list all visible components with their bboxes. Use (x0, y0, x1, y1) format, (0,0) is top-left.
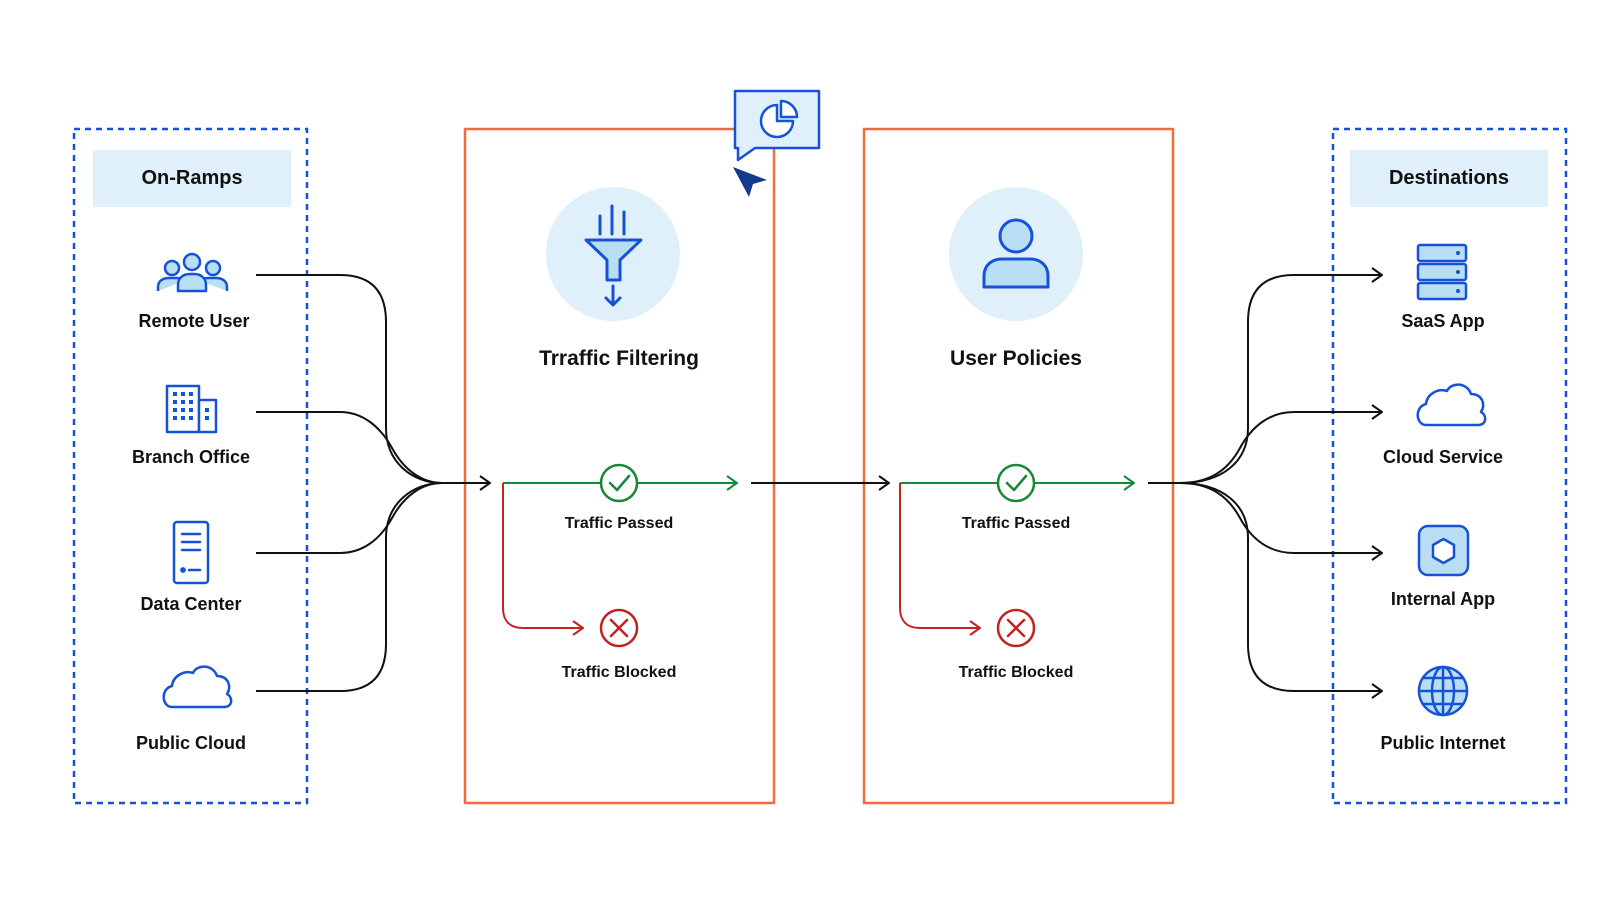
policies-blocked-line (899, 483, 980, 628)
destinations-title: Destinations (1388, 167, 1510, 189)
onramps-group-border (72, 127, 309, 805)
onramp-connectors (256, 274, 490, 692)
destination-label-internal-app: Internal App (1390, 589, 1496, 609)
globe-icon (1417, 665, 1469, 717)
connector-data-center (256, 482, 443, 554)
onramp-label-public-cloud: Public Cloud (136, 733, 246, 753)
filtering-blocked-label: Traffic Blocked (561, 664, 677, 681)
policies-passed-label: Traffic Passed (961, 515, 1071, 532)
filter-funnel-icon (584, 204, 643, 307)
policies-blocked-x-icon (996, 608, 1036, 648)
traffic-filtering-title: Trraffic Filtering (539, 347, 699, 370)
policies-passed-check-icon (996, 463, 1036, 503)
connector-public-cloud (256, 482, 443, 692)
onramps-header: On-Ramps (93, 150, 291, 207)
onramp-label-branch-office: Branch Office (131, 447, 251, 467)
public-cloud-icon (162, 665, 233, 709)
destination-label-saas-app: SaaS App (1401, 311, 1485, 331)
filtering-blocked-line (502, 483, 583, 628)
cloud-service-icon (1416, 383, 1487, 427)
connector-cloud-service (1179, 412, 1382, 484)
user-policies-title: User Policies (950, 347, 1082, 370)
users-icon (156, 252, 229, 293)
connector-remote-user (256, 274, 443, 484)
filtering-blocked-x-icon (599, 608, 639, 648)
onramps-title: On-Ramps (141, 167, 243, 189)
server-rack-icon (172, 520, 210, 585)
connector-saas-app (1179, 275, 1382, 484)
destination-label-public-internet: Public Internet (1380, 733, 1506, 753)
filtering-passed-label: Traffic Passed (564, 515, 674, 532)
policies-blocked-label: Traffic Blocked (958, 664, 1074, 681)
cursor-arrow-icon (733, 167, 767, 197)
onramp-label-remote-user: Remote User (138, 311, 250, 331)
server-stack-icon (1416, 243, 1468, 301)
user-policies-stage-border (862, 127, 1175, 805)
traffic-filtering-stage-border (463, 127, 776, 805)
destination-label-cloud-service: Cloud Service (1382, 447, 1504, 467)
user-icon-background (949, 187, 1083, 321)
building-icon (165, 384, 218, 434)
connector-internal-app (1179, 482, 1382, 553)
destinations-header: Destinations (1350, 150, 1548, 207)
connector-public-internet (1179, 482, 1382, 691)
callout-bubble (733, 89, 821, 162)
destinations-group-border (1331, 127, 1568, 805)
hexagon-app-icon (1417, 524, 1470, 577)
destination-connectors (1148, 275, 1382, 691)
user-icon (982, 218, 1050, 289)
pie-chart-icon (759, 99, 799, 139)
onramp-label-data-center: Data Center (140, 594, 242, 614)
connector-branch-office (256, 411, 443, 484)
filtering-passed-check-icon (599, 463, 639, 503)
